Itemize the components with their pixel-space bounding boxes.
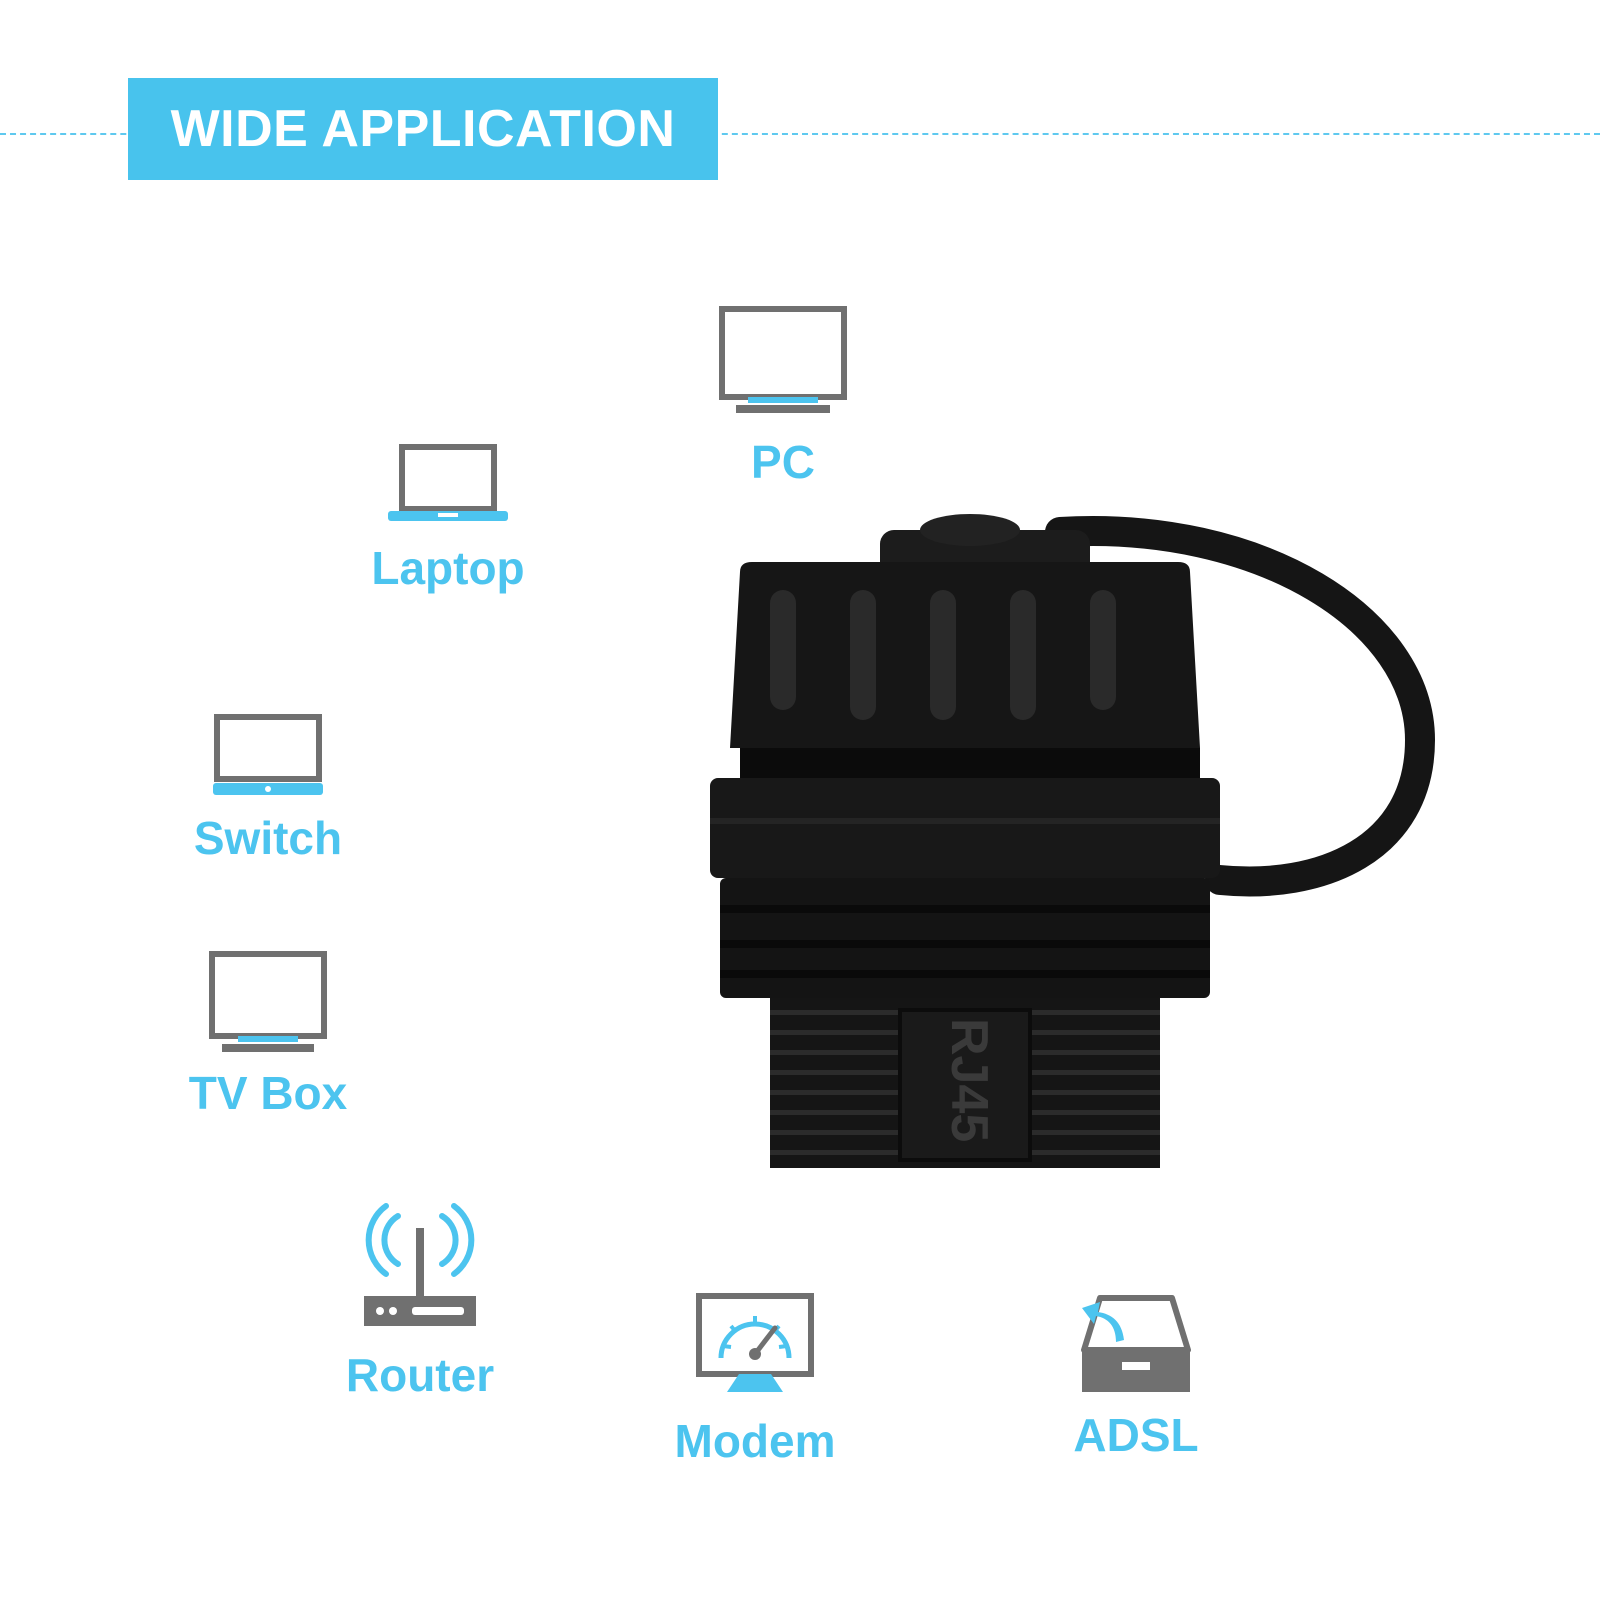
device-label: ADSL [1073, 1409, 1199, 1461]
device-label: Switch [193, 812, 343, 864]
banner-title: WIDE APPLICATION [170, 100, 676, 158]
laptop-icon [388, 444, 508, 521]
dashed-divider [0, 133, 1600, 135]
device-laptop: Laptop [348, 443, 548, 591]
device-label: Router [345, 1349, 495, 1401]
router-icon [364, 1203, 476, 1326]
device-modem: Modem [655, 1292, 855, 1464]
device-label: Laptop [371, 542, 525, 594]
device-tv-box: TV Box [168, 950, 368, 1116]
device-label: TV Box [188, 1067, 348, 1119]
device-switch: Switch [168, 713, 368, 861]
device-pc: PC [718, 305, 848, 485]
rj45-connector-image: RJ45 [710, 514, 1436, 1168]
rj45-marking: RJ45 [940, 1018, 998, 1142]
device-label: Modem [674, 1415, 836, 1467]
device-router: Router [320, 1198, 520, 1398]
monitor-icon [719, 306, 847, 413]
adsl-icon [1081, 1295, 1191, 1392]
tv-icon [209, 951, 327, 1052]
section-banner: WIDE APPLICATION [128, 78, 718, 180]
device-adsl: ADSL [1036, 1292, 1236, 1458]
modem-icon [696, 1293, 814, 1392]
device-label: PC [751, 436, 815, 488]
switch-icon [213, 714, 323, 795]
